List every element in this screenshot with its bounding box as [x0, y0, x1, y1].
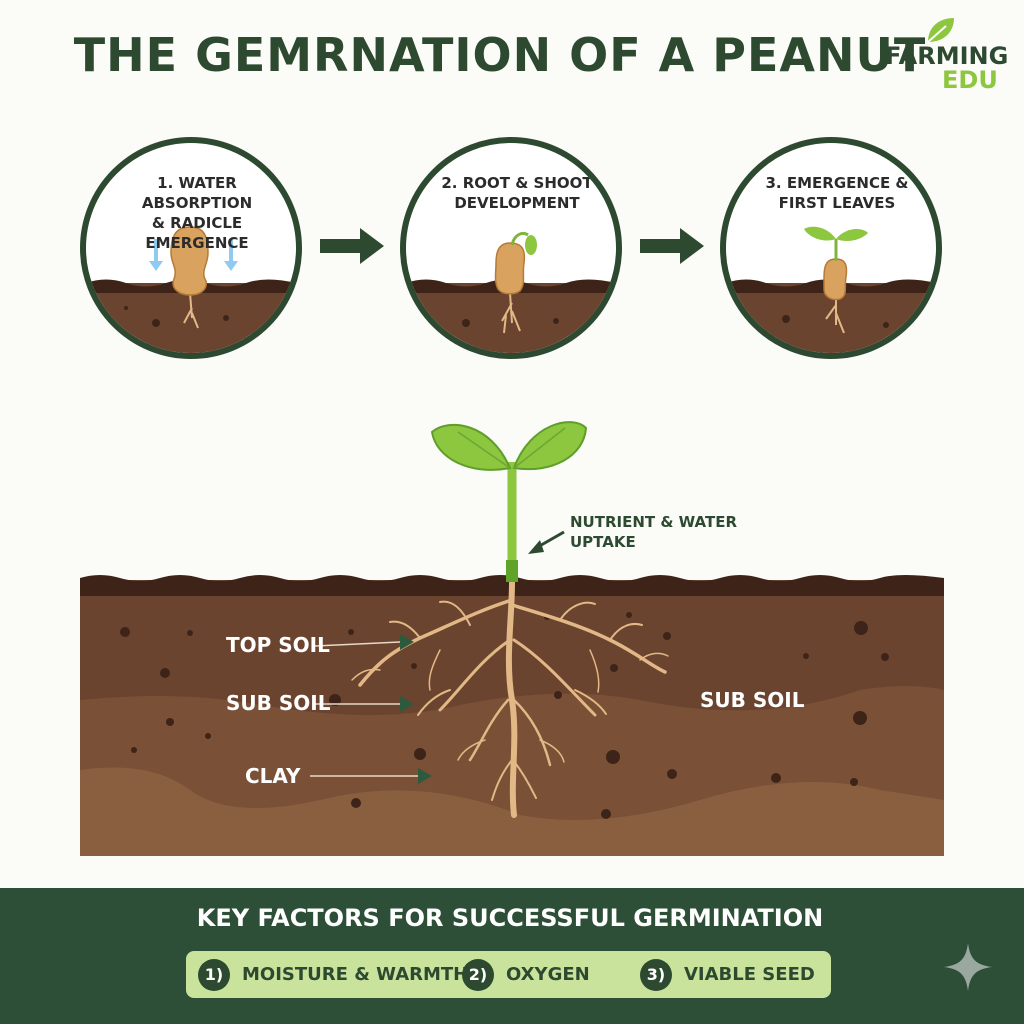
- logo-text-farming: FARMING: [885, 42, 1009, 70]
- sub-soil-label: SUB SOIL: [226, 691, 331, 715]
- factor-number: 3): [640, 958, 672, 991]
- clay-layer: [80, 767, 944, 856]
- stage-1-illustration: [86, 226, 296, 353]
- stage-2-label: 2. ROOT & SHOOT DEVELOPMENT: [441, 174, 593, 212]
- uptake-arrow-icon: [528, 530, 565, 554]
- factor-item-oxygen: 2) OXYGEN: [462, 951, 590, 998]
- factor-number: 2): [462, 958, 494, 991]
- factor-item-viable-seed: 3) VIABLE SEED: [640, 951, 815, 998]
- clay-label: CLAY: [245, 764, 301, 788]
- footer-title: KEY FACTORS FOR SUCCESSFUL GERMINATION: [196, 904, 824, 932]
- leaf-icon: [927, 18, 954, 43]
- label-pointers: [310, 634, 432, 784]
- factor-bar: [186, 951, 831, 998]
- seedling-leaf-right: [512, 421, 588, 471]
- root-system: [351, 579, 669, 818]
- stage-3-circle: 3. EMERGENCE & FIRST LEAVES: [720, 137, 942, 359]
- factor-label: VIABLE SEED: [684, 964, 815, 985]
- factor-item-moisture: 1) MOISTURE & WARMTH: [198, 951, 468, 998]
- stage-2-illustration: [406, 231, 616, 353]
- stage-1-label: 1. WATER ABSORPTION & RADICLE EMERGENCE: [141, 174, 253, 252]
- arrow-right-icon: [320, 228, 384, 264]
- sparkle-icon: [944, 943, 992, 991]
- logo-text-edu: EDU: [942, 66, 998, 94]
- uptake-annotation: NUTRIENT & WATER UPTAKE: [570, 513, 737, 551]
- brand-logo: FARMING EDU: [880, 16, 1010, 96]
- top-soil-label: TOP SOIL: [226, 633, 330, 657]
- stage-1-circle: 1. WATER ABSORPTION & RADICLE EMERGENCE: [80, 137, 302, 359]
- factor-number: 1): [198, 958, 230, 991]
- stage-3-label: 3. EMERGENCE & FIRST LEAVES: [765, 174, 909, 212]
- stage-2-circle: 2. ROOT & SHOOT DEVELOPMENT: [400, 137, 622, 359]
- page-title: THE GEMRNATION OF A PEANUT: [73, 28, 927, 82]
- factor-label: MOISTURE & WARMTH: [242, 964, 469, 985]
- soil-cross-section: [80, 421, 944, 856]
- seedling-leaf-left: [430, 424, 512, 471]
- sub-soil-right-label: SUB SOIL: [700, 688, 805, 712]
- stage-3-illustration: [726, 226, 936, 353]
- arrow-right-icon: [640, 228, 704, 264]
- factor-label: OXYGEN: [506, 964, 590, 985]
